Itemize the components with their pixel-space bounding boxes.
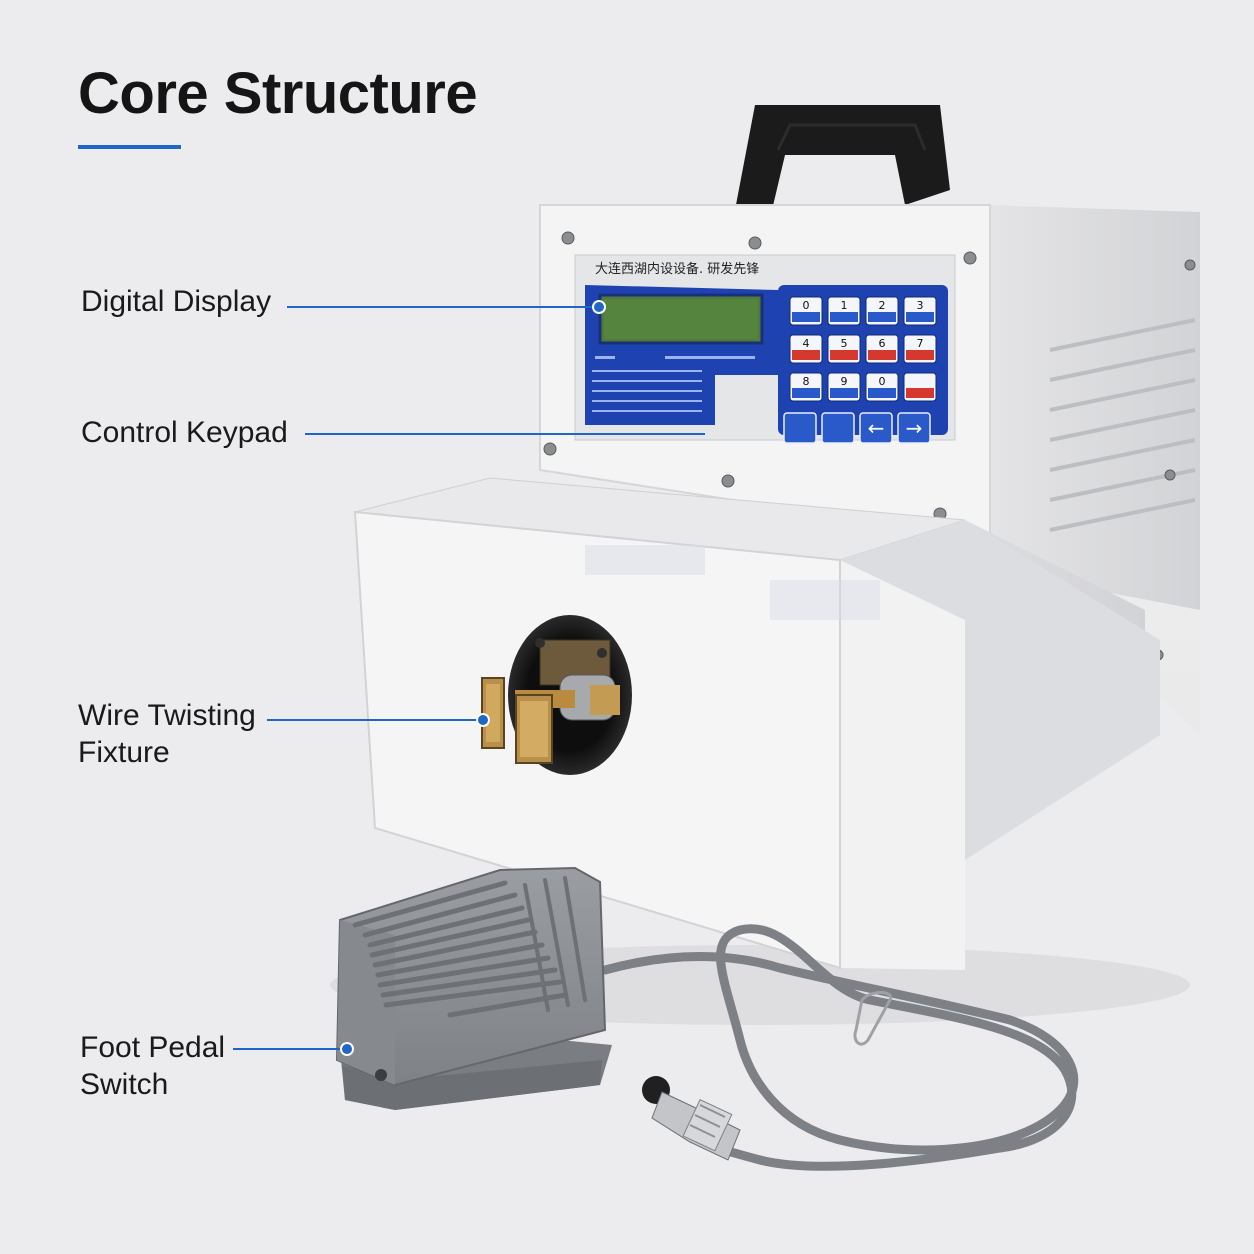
- keypad-grid: 0 1 2 3 4 5 6 7 8 9 0 ← →: [783, 296, 937, 444]
- callout-text: Digital Display: [81, 285, 272, 318]
- foot-pedal: [335, 866, 612, 1110]
- keypad-key-band: [906, 388, 934, 398]
- wire-twisting-fixture-assembly: [481, 615, 632, 775]
- keypad-key-label: 1: [841, 299, 848, 312]
- callout-text: Switch: [80, 1068, 169, 1101]
- arrow-right-icon: →: [906, 416, 923, 440]
- callout-label-digital-display: Digital Display: [81, 283, 271, 320]
- arrow-left-key[interactable]: [859, 412, 893, 444]
- keypad-key-band: [868, 312, 896, 322]
- keypad-key-band: [830, 388, 858, 398]
- keypad-key-label: 7: [917, 337, 924, 350]
- callout-line-foot-pedal-switch: [233, 1048, 343, 1050]
- keypad-key-label: 9: [841, 375, 848, 388]
- keypad-key-band: [830, 312, 858, 322]
- keypad-key-label: 3: [917, 299, 924, 312]
- keypad-key-band: [830, 350, 858, 360]
- callout-dot-foot-pedal-switch: [340, 1042, 354, 1056]
- keypad-key-label: 5: [841, 337, 848, 350]
- keypad-key-label: 8: [803, 375, 810, 388]
- function-key[interactable]: [783, 412, 817, 444]
- callout-line-control-keypad: [305, 433, 705, 435]
- callout-label-control-keypad: Control Keypad: [81, 414, 288, 451]
- keypad-key-label: 4: [803, 337, 810, 350]
- keypad-key-label: 0: [879, 375, 886, 388]
- callout-text: Fixture: [78, 736, 170, 769]
- keypad-key-label: 2: [879, 299, 886, 312]
- title-underline: [78, 145, 181, 149]
- keypad-key-band: [906, 312, 934, 322]
- control-panel: 大连西湖内设设备. 研发先锋 0 1 2 3 4 5 6 7 8 9 0 ← →: [574, 254, 956, 444]
- keypad-key-band: [792, 388, 820, 398]
- keypad-key-label: 6: [879, 337, 886, 350]
- callout-dot-digital-display: [592, 300, 606, 314]
- callout-label-wire-twisting-fixture: Wire Twisting Fixture: [78, 697, 256, 771]
- carry-handle: [735, 105, 950, 210]
- arrow-right-key[interactable]: [897, 412, 931, 444]
- callout-dot-wire-twisting-fixture: [476, 713, 490, 727]
- callout-text: Wire Twisting: [78, 699, 256, 732]
- cable-tie: [853, 991, 893, 1046]
- keypad-key-band: [868, 350, 896, 360]
- callout-line-digital-display: [287, 306, 595, 308]
- callout-line-wire-twisting-fixture: [267, 719, 480, 721]
- keypad-key-band: [868, 388, 896, 398]
- page-title: Core Structure: [78, 61, 478, 126]
- keypad-key-label: 0: [803, 299, 810, 312]
- arrow-left-icon: ←: [868, 416, 885, 440]
- callout-label-foot-pedal-switch: Foot Pedal Switch: [80, 1029, 225, 1103]
- keypad-key-band: [792, 312, 820, 322]
- panel-brand-text: 大连西湖内设设备. 研发先锋: [595, 261, 759, 277]
- keypad-key-band: [792, 350, 820, 360]
- aviation-connector: [642, 1076, 741, 1161]
- function-key[interactable]: [821, 412, 855, 444]
- lower-housing: [353, 477, 1160, 970]
- callout-text: Control Keypad: [81, 416, 288, 449]
- keypad-key-band: [906, 350, 934, 360]
- callout-text: Foot Pedal: [80, 1031, 226, 1064]
